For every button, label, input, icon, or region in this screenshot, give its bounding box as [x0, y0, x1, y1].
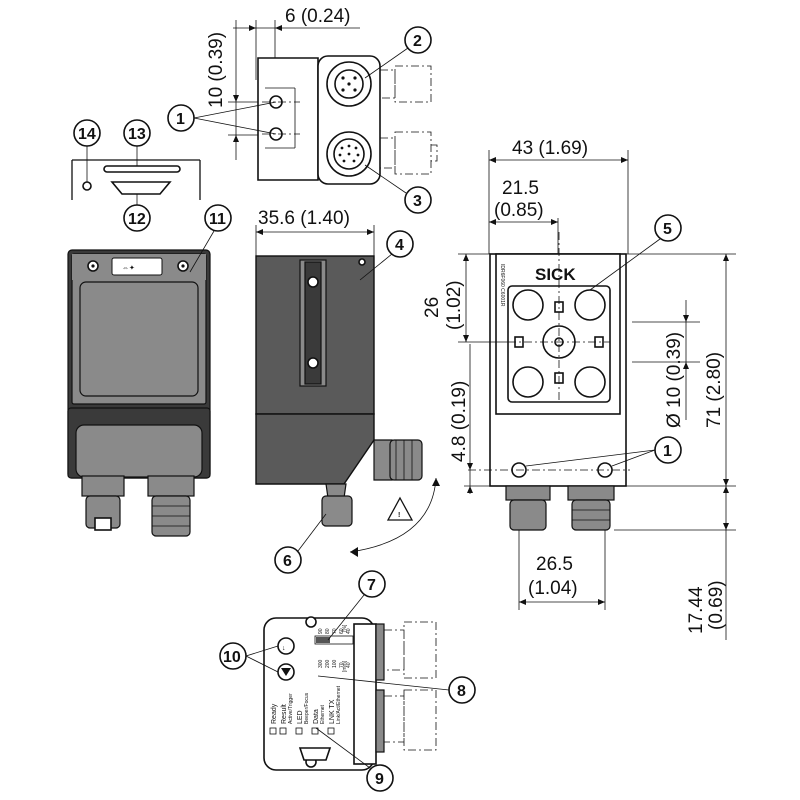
- svg-text:70: 70: [339, 662, 345, 668]
- dim-connector-spacing: 26.5: [536, 554, 573, 575]
- dim-half-width-in: (0.85): [494, 200, 544, 221]
- status-data: Data: [313, 709, 320, 724]
- svg-text:6: 6: [283, 553, 292, 570]
- dim-top-height: 10 (0.39): [206, 32, 227, 108]
- side-view: 35.6 (1.40) ! 4 6: [255, 208, 440, 574]
- arrow-down-icon: ↓: [282, 645, 286, 652]
- back-view: ⇔✦ 11: [67, 204, 232, 537]
- svg-text:Beeper/Focus: Beeper/Focus: [304, 692, 310, 724]
- warning-icon: !: [398, 512, 400, 519]
- top-view: 6 (0.24) 10 (0.39): [206, 6, 438, 185]
- trigger-button[interactable]: [277, 637, 295, 655]
- svg-text:9: 9: [375, 771, 384, 788]
- svg-text:80: 80: [325, 628, 331, 634]
- dim-connector-depth: 17.44: [686, 586, 707, 634]
- dim-hole-diameter: Ø 10 (0.39): [664, 332, 685, 428]
- dim-connector-spacing-in: (1.04): [528, 578, 578, 599]
- svg-text:40: 40: [346, 662, 352, 668]
- dim-window-height: 26: [422, 297, 443, 318]
- svg-text:8: 8: [457, 683, 466, 700]
- status-ready: Ready: [271, 703, 278, 724]
- svg-text:3: 3: [413, 193, 422, 210]
- status-result: Result: [281, 704, 288, 724]
- dim-hole-offset: 4.8 (0.19): [449, 381, 470, 462]
- status-lnk-tx: LNK TX: [329, 699, 336, 724]
- status-led: LED: [297, 710, 304, 724]
- svg-text:2: 2: [413, 33, 422, 50]
- svg-text:5: 5: [663, 221, 672, 238]
- svg-text:200: 200: [325, 659, 331, 668]
- model-label: IDR6F060 C6001R: [499, 264, 505, 307]
- svg-text:1: 1: [663, 443, 672, 460]
- callout-2: 2: [364, 26, 432, 79]
- panel-detail: ↓ 300 200 100 70 40 90 80 70 60 40 [%] […: [219, 570, 476, 792]
- svg-text:[mm]: [mm]: [342, 660, 348, 672]
- dim-overall-height: 71 (2.80): [704, 352, 725, 428]
- svg-text:1: 1: [176, 111, 185, 128]
- svg-text:60: 60: [339, 628, 345, 634]
- dim-window-height-in: (1.02): [444, 280, 465, 330]
- svg-text:7: 7: [367, 577, 376, 594]
- svg-text:300: 300: [318, 659, 324, 668]
- svg-text:12: 12: [128, 211, 146, 228]
- callout-3: 3: [364, 164, 432, 214]
- dim-side-length: 35.6 (1.40): [258, 208, 350, 229]
- svg-text:[%]: [%]: [342, 624, 348, 632]
- svg-text:13: 13: [128, 126, 146, 143]
- svg-text:40: 40: [346, 628, 352, 634]
- svg-text:Active/Trigger: Active/Trigger: [288, 693, 294, 724]
- front-view: 43 (1.69) 21.5 (0.85) SICK IDR6F060 C600…: [422, 138, 736, 640]
- dim-overall-width: 43 (1.69): [512, 138, 588, 159]
- svg-text:Link/Act/Ethernet: Link/Act/Ethernet: [336, 685, 342, 724]
- svg-text:11: 11: [209, 211, 226, 228]
- svg-text:100: 100: [332, 659, 338, 668]
- svg-text:4: 4: [395, 237, 404, 254]
- dim-half-width: 21.5: [502, 178, 539, 199]
- svg-text:14: 14: [78, 126, 96, 143]
- usb-icon: ⇔✦: [122, 264, 135, 272]
- card-slot-detail: 14 13 12: [71, 119, 201, 232]
- svg-text:10: 10: [223, 649, 241, 666]
- svg-text:Ethernet: Ethernet: [320, 704, 326, 724]
- triangle-icon: [281, 668, 291, 676]
- dim-top-width: 6 (0.24): [285, 6, 350, 27]
- dim-connector-depth-in: (0.69): [706, 580, 727, 630]
- brand-logo: SICK: [535, 265, 576, 284]
- top-body: [257, 57, 319, 181]
- svg-text:90: 90: [318, 628, 324, 634]
- callout-1-top: 1: [167, 101, 277, 135]
